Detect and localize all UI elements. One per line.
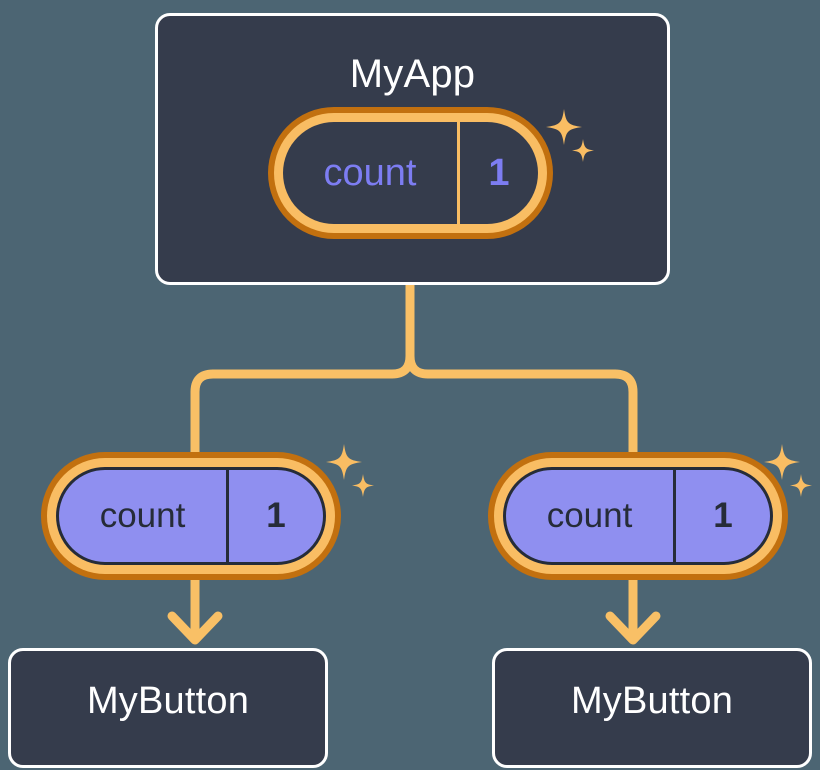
signal-pill-root[interactable]: count 1 [268, 107, 553, 239]
component-label-myapp: MyApp [349, 52, 476, 96]
signal-name: count [59, 470, 229, 562]
arrow-left-to-button [167, 580, 223, 645]
signal-name: count [283, 122, 460, 224]
connector-root-to-left [190, 281, 415, 457]
component-label-mybutton: MyButton [570, 680, 734, 722]
signal-name: count [506, 470, 676, 562]
component-card-mybutton-right[interactable]: MyButton [492, 648, 812, 768]
signal-value: 1 [266, 496, 286, 535]
signal-pill-body: count 1 [503, 467, 773, 565]
component-card-myapp[interactable]: MyApp [155, 13, 670, 285]
signal-pill-ring: count 1 [274, 113, 547, 233]
signal-value: 1 [713, 496, 733, 535]
component-label-mybutton: MyButton [86, 680, 250, 722]
signal-pill-child-left[interactable]: count 1 [41, 452, 341, 580]
signal-pill-child-right[interactable]: count 1 [488, 452, 788, 580]
connector-root-to-right [405, 281, 638, 457]
component-card-mybutton-left[interactable]: MyButton [8, 648, 328, 768]
signal-pill-body: count 1 [56, 467, 326, 565]
signal-pill-ring: count 1 [494, 458, 782, 574]
signal-pill-body: count 1 [283, 122, 538, 224]
signal-pill-ring: count 1 [47, 458, 335, 574]
arrow-right-to-button [605, 580, 661, 645]
signal-value: 1 [488, 151, 510, 194]
